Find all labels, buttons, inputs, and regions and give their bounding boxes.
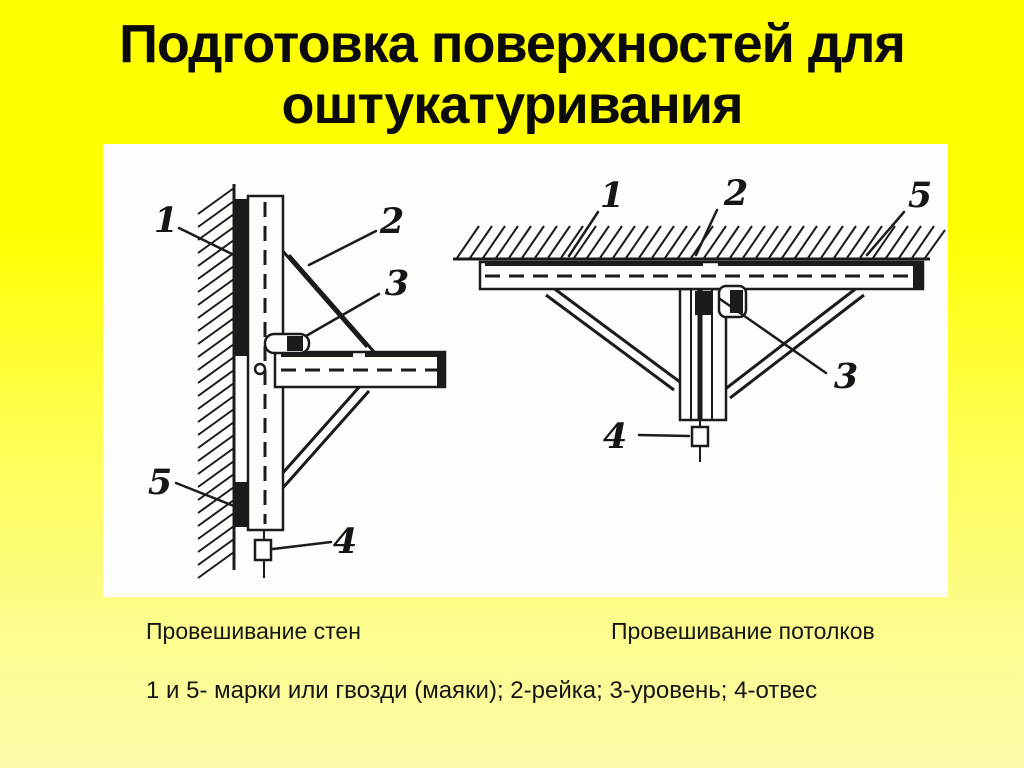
figure-panel: 1 2 3 5 4 [103, 144, 948, 597]
caption-wall-plumbing: Провешивание стен [146, 618, 361, 644]
leader-2 [307, 229, 378, 267]
plumb-bob [253, 538, 273, 562]
leader-3 [718, 297, 828, 375]
brace-right [723, 285, 865, 400]
wall-label-3: 3 [385, 263, 409, 304]
leader-5 [865, 210, 906, 257]
plumb-bob [690, 425, 710, 448]
horizontal-batten-endcap [437, 352, 445, 387]
level-vial [287, 336, 303, 351]
ceiling-plumbing-diagram: 1 2 5 3 4 [453, 173, 946, 462]
ceiling-label-4: 4 [603, 416, 627, 457]
wall-mark-upper [235, 199, 248, 356]
pivot-nail [253, 362, 267, 376]
wall-label-5: 5 [148, 462, 172, 503]
leader-1 [567, 210, 600, 258]
leader-4 [271, 540, 333, 551]
leader-4 [637, 433, 691, 438]
title-line-1: Подготовка поверхностей для [119, 14, 906, 74]
slide-title: Подготовка поверхностей для оштукатурива… [0, 14, 1024, 136]
caption-ceiling-plumbing: Провешивание потолков [611, 618, 875, 644]
leader-1 [177, 226, 236, 257]
figure-legend: 1 и 5- марки или гвозди (маяки); 2-рейка… [146, 677, 818, 704]
leader-2 [694, 208, 719, 257]
ceiling-label-2: 2 [723, 173, 748, 214]
figure-svg: 1 2 3 5 4 [148, 173, 946, 579]
title-line-2: оштукатуривания [281, 75, 743, 135]
wall-hatching [197, 187, 235, 579]
wall-label-1: 1 [154, 200, 178, 241]
wall-plumbing-diagram: 1 2 3 5 4 [148, 184, 447, 579]
ceiling-hatching [456, 225, 946, 259]
wall-label-4: 4 [333, 521, 357, 562]
ceiling-batten-endcap [913, 262, 923, 289]
post-top-block [695, 291, 713, 315]
leader-5 [174, 481, 241, 510]
brace-upper [279, 248, 377, 354]
wall-label-2: 2 [379, 201, 404, 242]
ceiling-label-1: 1 [600, 175, 624, 216]
wall-mark-lower [235, 482, 248, 527]
leader-3 [304, 292, 381, 338]
ceiling-label-5: 5 [908, 175, 932, 216]
brace-left [545, 285, 681, 392]
ceiling-label-3: 3 [834, 356, 858, 397]
